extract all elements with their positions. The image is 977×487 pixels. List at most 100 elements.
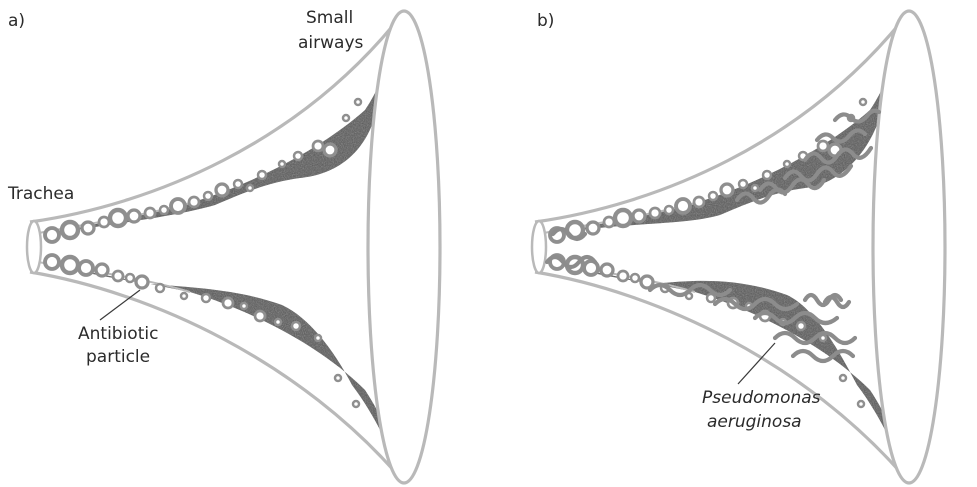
antibiotic-particle — [355, 99, 361, 105]
particle-ring — [763, 171, 771, 179]
antibiotic-particle — [292, 322, 300, 330]
particle-ring — [110, 210, 126, 226]
antibiotic-particle — [126, 274, 134, 282]
antibiotic-particle — [110, 210, 126, 226]
particle-ring — [709, 192, 717, 200]
particle-ring — [335, 375, 341, 381]
antibiotic-particle — [171, 199, 185, 213]
antibiotic-particle — [216, 184, 228, 196]
mucus-lower — [60, 266, 404, 479]
particle-ring — [355, 99, 361, 105]
particle-ring — [204, 192, 212, 200]
antibiotic-particle — [709, 192, 717, 200]
panel-b: b) Pseudomonas aeruginosa — [532, 11, 945, 483]
antibiotic-particle — [752, 185, 758, 191]
antibiotic-particle — [587, 222, 599, 234]
antibiotic-particle — [343, 115, 349, 121]
particle-ring — [818, 141, 828, 151]
particle-ring — [128, 210, 140, 222]
antibiotic-particle — [99, 217, 109, 227]
particle-ring — [96, 264, 108, 276]
particle-ring — [156, 284, 164, 292]
bacterium — [793, 351, 853, 361]
panel-a: a) Small airways Trachea Antibiotic part… — [7, 8, 440, 483]
particle-ring — [858, 401, 864, 407]
mucus-layer — [60, 15, 404, 479]
particle-ring — [313, 141, 323, 151]
particle-ring — [62, 257, 78, 273]
antibiotic-particle — [223, 298, 233, 308]
antibiotic-label-line2: particle — [86, 347, 150, 367]
antibiotic-particle — [82, 222, 94, 234]
particle-ring — [676, 199, 690, 213]
antibiotic-particle — [136, 276, 148, 288]
small-airways-label-line1: Small — [306, 8, 353, 28]
particle-ring — [136, 276, 148, 288]
particle-ring — [633, 210, 645, 222]
antibiotic-particle — [145, 208, 155, 218]
antibiotic-particle — [313, 141, 323, 151]
mucus-layer — [565, 15, 909, 479]
particle-ring — [181, 293, 187, 299]
antibiotic-particle — [275, 319, 281, 325]
antibiotic-particle — [294, 152, 302, 160]
particle-ring — [587, 222, 599, 234]
antibiotic-particle — [618, 271, 628, 281]
particle-ring — [324, 144, 336, 156]
particle-ring — [234, 180, 242, 188]
particle-ring — [216, 184, 228, 196]
particle-ring — [99, 217, 109, 227]
particle-ring — [279, 161, 285, 167]
particle-ring — [797, 322, 805, 330]
antibiotic-particle — [694, 197, 704, 207]
antibiotic-particle — [204, 192, 212, 200]
particle-ring — [860, 99, 866, 105]
particle-ring — [721, 184, 733, 196]
antibiotic-particle — [234, 180, 242, 188]
antibiotic-particle — [335, 375, 341, 381]
antibiotic-particle — [633, 210, 645, 222]
antibiotic-particle — [763, 171, 771, 179]
particle-ring — [604, 217, 614, 227]
particle-ring — [113, 271, 123, 281]
particle-ring — [292, 322, 300, 330]
antibiotic-particle — [45, 255, 59, 269]
antibiotic-particle — [160, 206, 168, 214]
antibiotic-particle — [247, 185, 253, 191]
antibiotic-particle — [324, 144, 336, 156]
antibiotic-particle — [840, 375, 846, 381]
particle-ring — [160, 206, 168, 214]
antibiotic-particle — [113, 271, 123, 281]
particle-ring — [840, 375, 846, 381]
particle-ring — [315, 335, 321, 341]
antibiotic-particle — [181, 293, 187, 299]
small-airways-opening — [873, 11, 945, 483]
antibiotic-particle — [62, 222, 78, 238]
particle-ring — [171, 199, 185, 213]
particle-ring — [752, 185, 758, 191]
particle-ring — [694, 197, 704, 207]
particle-ring — [275, 319, 281, 325]
particle-ring — [665, 206, 673, 214]
panel-b-label: b) — [537, 11, 554, 31]
antibiotic-particle — [601, 264, 613, 276]
antibiotic-particle — [353, 401, 359, 407]
particle-ring — [650, 208, 660, 218]
particle-ring — [294, 152, 302, 160]
antibiotic-particle — [860, 99, 866, 105]
antibiotic-particle — [79, 261, 93, 275]
antibiotic-particle — [676, 199, 690, 213]
antibiotic-particle — [604, 217, 614, 227]
antibiotic-particle — [45, 228, 59, 242]
particle-ring — [241, 303, 247, 309]
pseudomonas-label-line2: aeruginosa — [707, 412, 802, 432]
trachea-label: Trachea — [7, 184, 74, 204]
particle-ring — [45, 255, 59, 269]
small-airways-label-line2: airways — [298, 33, 364, 53]
antibiotic-particle — [96, 264, 108, 276]
particle-ring — [79, 261, 93, 275]
particle-ring — [202, 294, 210, 302]
antibiotic-particle — [615, 210, 631, 226]
antibiotic-label-line1: Antibiotic — [78, 324, 158, 344]
antibiotic-particle — [818, 141, 828, 151]
